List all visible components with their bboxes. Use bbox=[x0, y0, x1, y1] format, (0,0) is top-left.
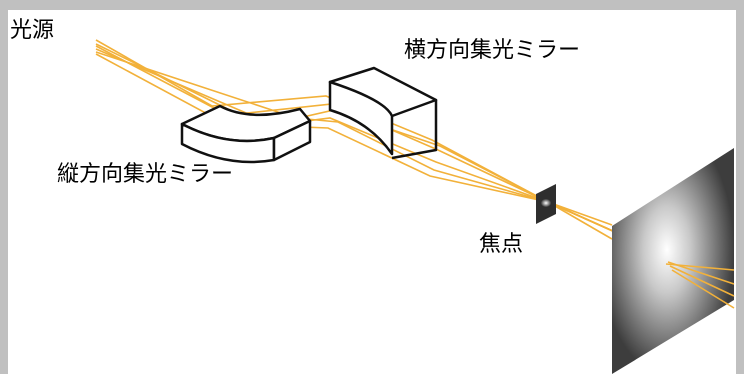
vertical-mirror-label: 縦方向集光ミラー bbox=[57, 162, 234, 187]
window-frame-right bbox=[736, 0, 744, 374]
focal-point-aperture bbox=[536, 184, 556, 224]
horizontal-mirror-front bbox=[328, 80, 394, 156]
vertical-mirror-side bbox=[272, 119, 312, 162]
horizontal-mirror-label: 横方向集光ミラー bbox=[404, 38, 581, 63]
light-ray bbox=[547, 201, 613, 240]
horizontal-focusing-mirror bbox=[328, 66, 438, 160]
light-ray bbox=[669, 265, 735, 297]
vertical-focusing-mirror bbox=[180, 104, 312, 164]
light-source-label: 光源 bbox=[10, 18, 55, 43]
focal-point-label: 焦点 bbox=[479, 232, 524, 257]
light-ray bbox=[671, 269, 735, 309]
detector-screen bbox=[612, 148, 734, 374]
light-ray bbox=[547, 201, 613, 226]
horizontal-mirror-side-edge bbox=[391, 100, 438, 160]
window-frame-top bbox=[0, 0, 744, 10]
window-frame-left bbox=[0, 0, 8, 374]
screen-beams bbox=[665, 261, 735, 309]
light-ray bbox=[665, 263, 735, 271]
